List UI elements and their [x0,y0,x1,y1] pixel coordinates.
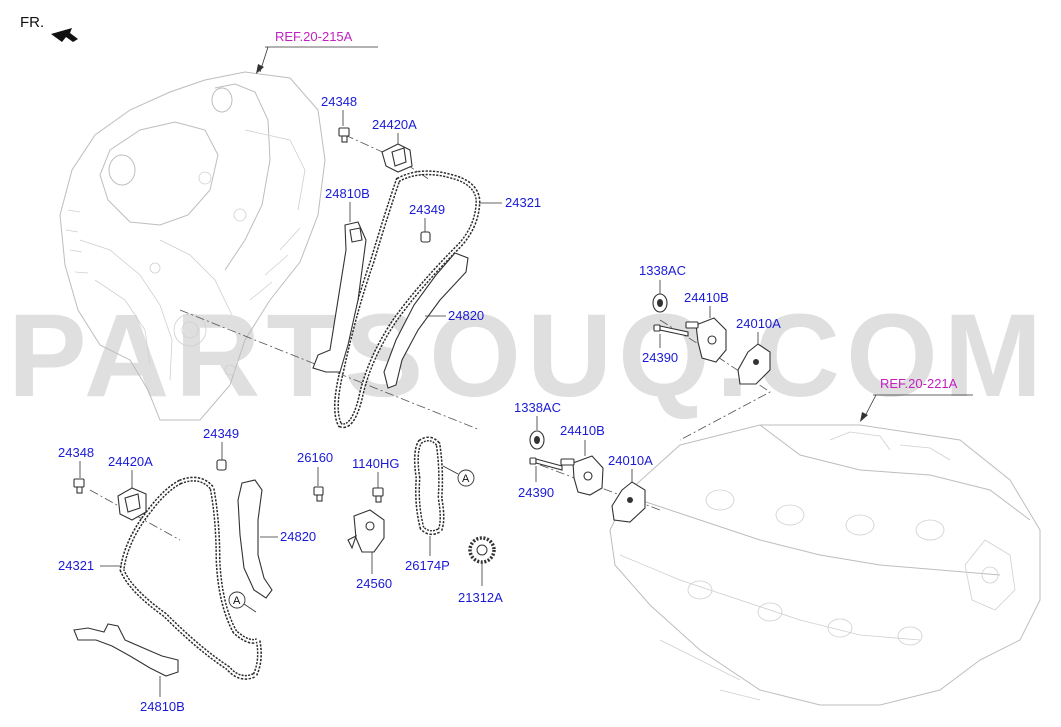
washer-1338ac-upper [652,293,668,313]
part-label-1338ac: 1338AC [514,400,561,415]
chain-guide-24820-lower [237,479,273,599]
washer-1338ac-middle [529,430,545,450]
part-label-26174p: 26174P [405,558,450,573]
part-label-1338ac: 1338AC [639,263,686,278]
bolt-1140hg [372,487,384,503]
engine-block-left [59,71,326,421]
part-label-21312a: 21312A [458,590,503,605]
watermark: PARTSOUQ.COM [8,290,1048,422]
part-label-24810b: 24810B [325,186,370,201]
part-label-24820: 24820 [280,529,316,544]
part-label-24560: 24560 [356,576,392,591]
part-label-24410b: 24410B [560,423,605,438]
ref-arrow-icon [860,412,868,422]
part-label-24390: 24390 [518,485,554,500]
part-label-1140hg: 1140HG [352,456,399,471]
ref-arrow-icon [256,64,264,74]
part-label-24321: 24321 [58,558,94,573]
oil-pump-chain-26174p [413,436,445,536]
timing-chain-24321-lower [119,476,262,680]
pin-24349-lower [216,459,227,471]
hydraulic-tensioner-24410b-upper [685,317,727,363]
chain-guide-24810b-lower [73,623,179,677]
chain-guide-24810b-upper [312,221,367,373]
part-label-24349: 24349 [409,202,445,217]
ref-label-215a: REF.20-215A [275,29,353,44]
part-label-26160: 26160 [297,450,333,465]
hydraulic-tensioner-24410b-middle [560,455,604,496]
center-line [344,134,431,181]
tensioner-24420a-upper [381,143,413,173]
chain-guide-24820-upper [383,252,469,389]
part-label-24010a: 24010A [608,453,653,468]
part-label-24420a: 24420A [108,454,153,469]
pin-24349-upper [420,231,431,243]
reference-marker-a: A [457,469,475,487]
bolt-26160 [313,486,324,502]
engine-block-right [609,424,1041,706]
reference-marker-a: A [228,591,246,609]
front-arrow-icon [51,28,78,42]
part-label-24321: 24321 [505,195,541,210]
timing-chain-24321-upper [334,170,481,429]
part-label-24348: 24348 [321,94,357,109]
tensioner-24420a-lower [117,487,147,521]
gasket-24010a-middle [611,481,646,523]
part-label-24410b: 24410B [684,290,729,305]
part-label-24010a: 24010A [736,316,781,331]
bolt-24390-upper [653,324,689,337]
bolt-24390-middle [529,457,563,471]
part-label-24820: 24820 [448,308,484,323]
oil-pump-tensioner-24560 [347,509,385,553]
crank-sprocket-21312a [468,536,496,564]
part-label-24349: 24349 [203,426,239,441]
bolt-24348-upper [338,127,350,143]
svg-text:A: A [233,595,241,607]
front-label: FR. [20,14,44,31]
svg-text:A: A [462,473,470,485]
part-label-24390: 24390 [642,350,678,365]
part-label-24348: 24348 [58,445,94,460]
gasket-24010a-upper [737,343,771,385]
bolt-24348-lower [73,478,85,494]
part-label-24420a: 24420A [372,117,417,132]
part-label-24810b: 24810B [140,699,185,714]
ref-label-221a: REF.20-221A [880,376,958,391]
